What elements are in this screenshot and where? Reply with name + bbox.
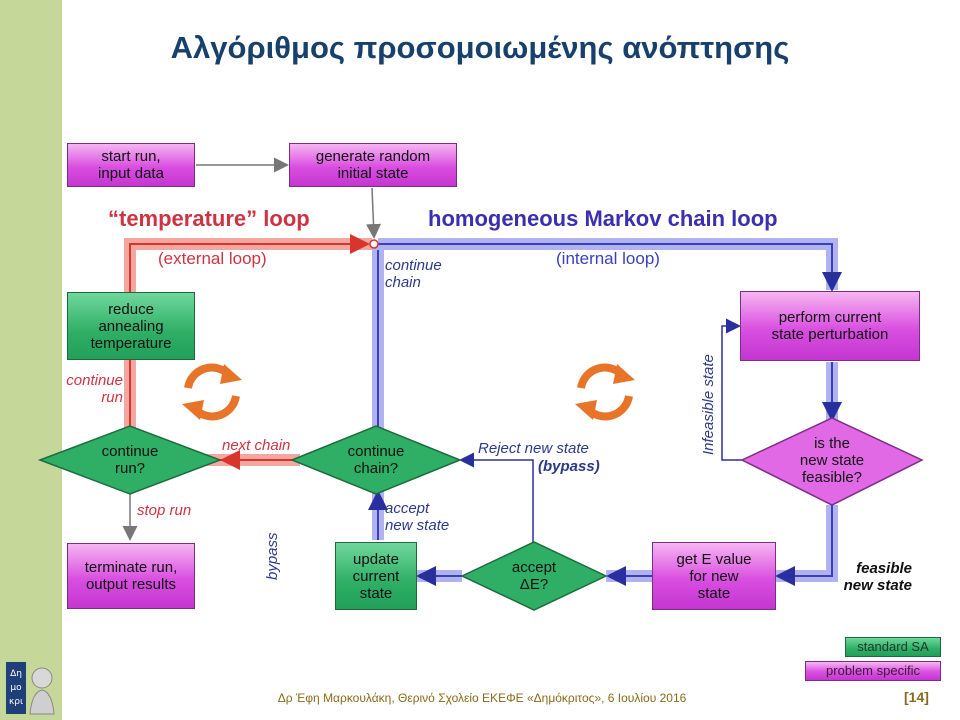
cycle-icon-right xyxy=(575,363,635,421)
side-bar xyxy=(0,0,62,720)
slide-title: Αλγόριθμος προσομοιωμένης ανόπτησης xyxy=(170,30,790,65)
next-chain-label: next chain xyxy=(222,437,291,454)
perturbation-box: perform current state perturbation xyxy=(740,291,920,361)
continue-run-diamond-shape xyxy=(37,425,223,495)
generate-random-box: generate random initial state xyxy=(289,143,457,187)
bypass-vertical-label: bypass xyxy=(264,532,281,580)
feasible-new-state-label: feasible new state xyxy=(843,560,912,594)
continue-run-diamond: continue run? xyxy=(101,443,159,477)
legend-problem-specific: problem specific xyxy=(805,661,941,681)
loop-junction xyxy=(369,239,379,249)
svg-text:κρι: κρι xyxy=(9,697,23,707)
reduce-temperature-box: reduce annealing temperature xyxy=(67,292,195,360)
cycle-icon-left xyxy=(182,363,242,421)
terminate-run-box: terminate run, output results xyxy=(67,543,195,609)
feasible-diamond-shape xyxy=(740,417,924,506)
reject-new-state-label: Reject new state xyxy=(478,440,589,457)
legend-standard-sa: standard SA xyxy=(845,637,941,657)
get-e-value-box: get E value for new state xyxy=(652,542,776,610)
accept-diamond-shape xyxy=(460,541,608,611)
svg-text:Δη: Δη xyxy=(10,669,22,679)
slide-number: [14] xyxy=(904,689,929,705)
continue-chain-diamond-shape xyxy=(290,425,462,495)
temperature-loop-label: “temperature” loop xyxy=(108,206,310,231)
markov-loop-label: homogeneous Markov chain loop xyxy=(428,206,778,231)
accept-diamond: accept ΔE? xyxy=(511,559,557,593)
svg-text:μο: μο xyxy=(10,683,22,693)
feasible-diamond: is the new state feasible? xyxy=(799,434,865,486)
continue-run-label: continue run xyxy=(66,372,123,406)
update-state-box: update current state xyxy=(335,542,417,610)
infeasible-state-label: Infeasible state xyxy=(700,354,717,455)
bypass-paren-label: (bypass) xyxy=(538,458,600,475)
continue-chain-label: continue chain xyxy=(385,257,442,291)
accept-new-state-label: accept new state xyxy=(385,500,450,534)
internal-loop-label: (internal loop) xyxy=(556,249,660,268)
external-loop-label: (external loop) xyxy=(158,249,267,268)
footer-credit: Δρ Έφη Μαρκουλάκη, Θερινό Σχολείο ΕΚΕΦΕ … xyxy=(277,691,687,705)
continue-chain-diamond: continue chain? xyxy=(347,443,405,477)
start-run-box: start run, input data xyxy=(67,143,195,187)
stop-run-label: stop run xyxy=(137,502,192,519)
institute-logo: Δη μο κρι xyxy=(6,662,55,715)
